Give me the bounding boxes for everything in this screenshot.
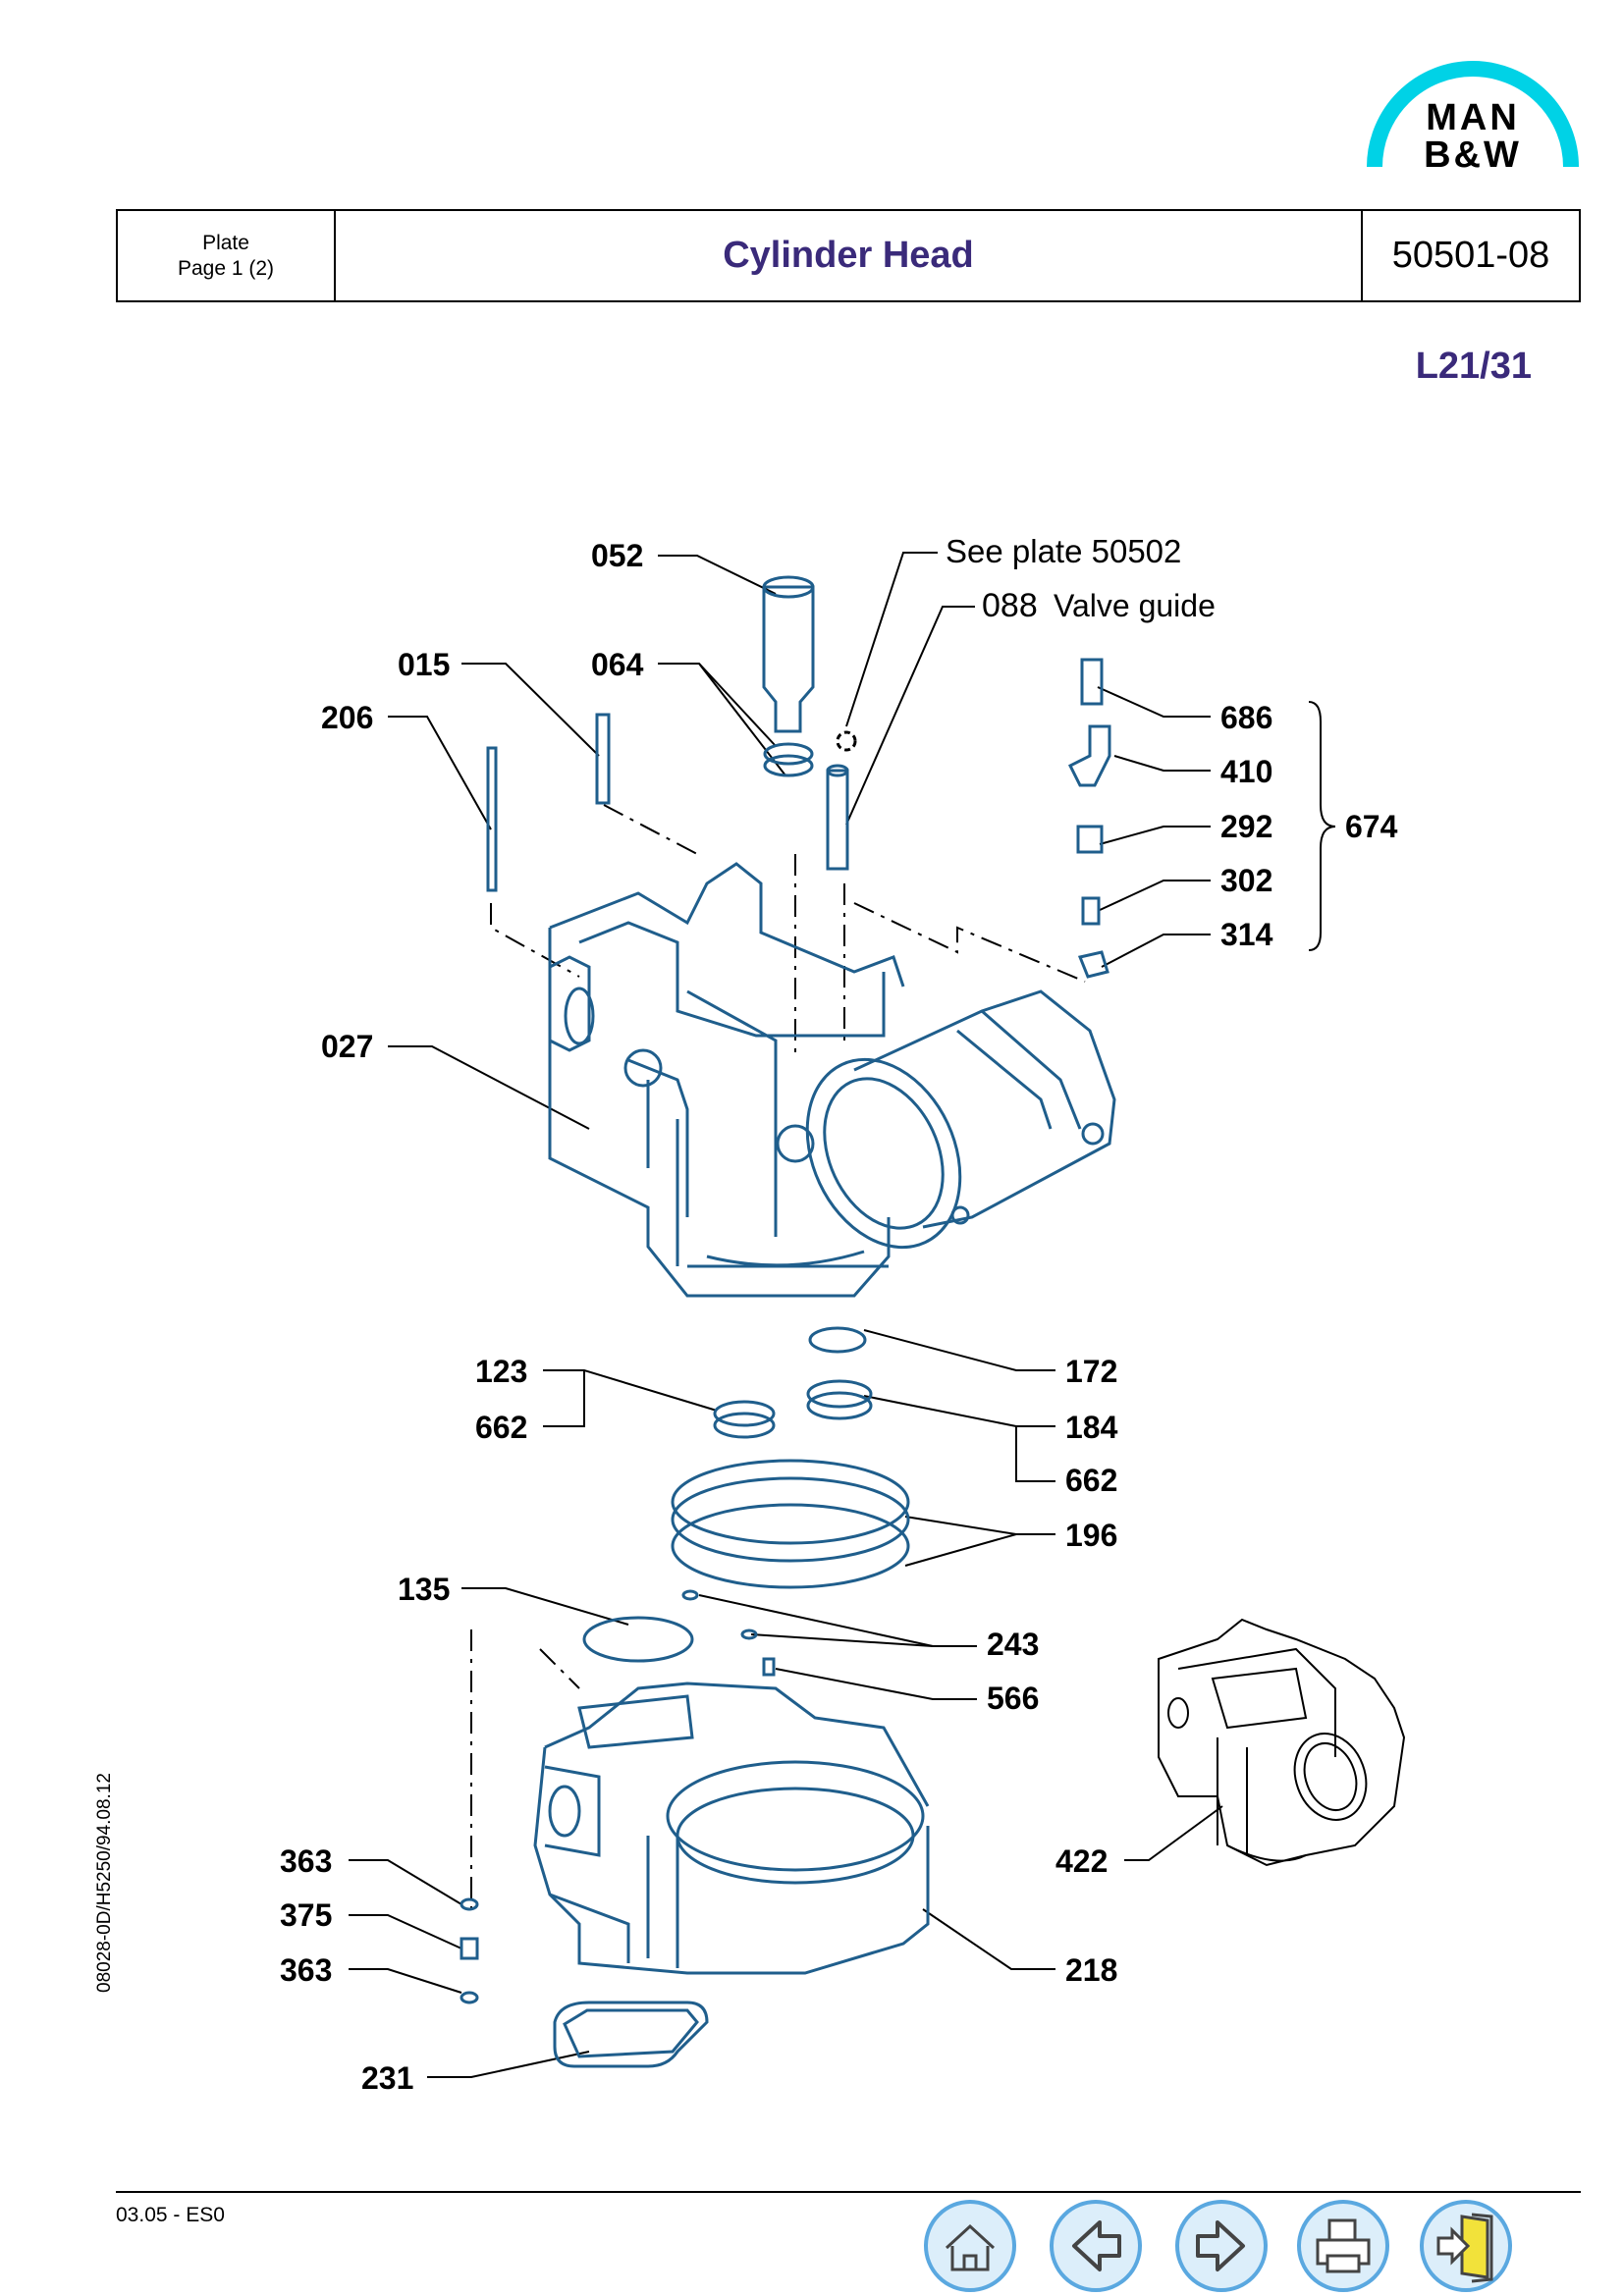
exit-door-icon bbox=[1436, 2213, 1493, 2283]
label-027[interactable]: 027 bbox=[321, 1029, 373, 1064]
exit-button[interactable] bbox=[1419, 2199, 1513, 2293]
label-410[interactable]: 410 bbox=[1220, 754, 1272, 789]
print-button[interactable] bbox=[1296, 2199, 1390, 2293]
logo-line2: B&W bbox=[1424, 134, 1522, 176]
label-231[interactable]: 231 bbox=[361, 2060, 413, 2096]
home-icon bbox=[945, 2223, 996, 2271]
label-123[interactable]: 123 bbox=[475, 1354, 527, 1389]
label-see-plate[interactable]: See plate 50502 bbox=[946, 533, 1181, 569]
label-064[interactable]: 064 bbox=[591, 647, 644, 682]
inset-view-422 bbox=[1158, 1618, 1406, 1867]
leader-lines bbox=[349, 552, 1336, 2078]
cylinder-head-lower bbox=[533, 1682, 930, 1975]
lower-small-parts bbox=[460, 1897, 709, 2068]
label-184[interactable]: 184 bbox=[1065, 1410, 1118, 1445]
label-674[interactable]: 674 bbox=[1345, 809, 1398, 844]
plate-label: Plate bbox=[202, 231, 249, 254]
label-135[interactable]: 135 bbox=[398, 1572, 450, 1607]
arrow-right-icon bbox=[1196, 2220, 1245, 2271]
cylinder-head-upper bbox=[548, 862, 1116, 1298]
footer-divider bbox=[116, 2191, 1581, 2193]
forward-button[interactable] bbox=[1174, 2199, 1269, 2293]
label-218[interactable]: 218 bbox=[1065, 1952, 1117, 1988]
page-label: Page 1 (2) bbox=[177, 256, 275, 280]
header-box: Plate Page 1 (2) Cylinder Head 50501-08 bbox=[116, 209, 1581, 302]
label-243[interactable]: 243 bbox=[987, 1627, 1039, 1662]
label-422[interactable]: 422 bbox=[1055, 1843, 1108, 1879]
ring-parts bbox=[582, 1326, 910, 1677]
label-566[interactable]: 566 bbox=[987, 1681, 1039, 1716]
footer-code: 03.05 - ES0 bbox=[116, 2204, 225, 2226]
label-686[interactable]: 686 bbox=[1220, 700, 1272, 735]
plate-number: 50501-08 bbox=[1361, 211, 1579, 300]
label-363b[interactable]: 363 bbox=[280, 1952, 332, 1988]
label-196[interactable]: 196 bbox=[1065, 1518, 1117, 1553]
man-bw-logo: MAN B&W bbox=[1367, 61, 1579, 176]
home-button[interactable] bbox=[923, 2199, 1017, 2293]
label-015[interactable]: 015 bbox=[398, 647, 450, 682]
drawing-code: 08028-0D/H5250/94.08.12 bbox=[94, 1773, 115, 1993]
label-314[interactable]: 314 bbox=[1220, 917, 1273, 952]
page-title: Cylinder Head bbox=[723, 235, 974, 276]
engine-type: L21/31 bbox=[1415, 346, 1532, 387]
label-172[interactable]: 172 bbox=[1065, 1354, 1117, 1389]
back-button[interactable] bbox=[1049, 2199, 1143, 2293]
arrow-left-icon bbox=[1072, 2220, 1121, 2271]
printer-icon bbox=[1316, 2218, 1371, 2273]
top-parts bbox=[486, 575, 1111, 979]
logo-line1: MAN bbox=[1426, 97, 1520, 138]
center-lines bbox=[470, 804, 1086, 1914]
label-662a[interactable]: 662 bbox=[475, 1410, 527, 1445]
plate-cell: Plate Page 1 (2) bbox=[118, 211, 336, 300]
label-052[interactable]: 052 bbox=[591, 538, 643, 573]
label-363a[interactable]: 363 bbox=[280, 1843, 332, 1879]
label-375[interactable]: 375 bbox=[280, 1897, 332, 1933]
label-292[interactable]: 292 bbox=[1220, 809, 1272, 844]
label-valve-guide: Valve guide bbox=[1054, 588, 1216, 623]
label-302[interactable]: 302 bbox=[1220, 863, 1272, 898]
label-206[interactable]: 206 bbox=[321, 700, 373, 735]
label-088[interactable]: 088 bbox=[982, 587, 1038, 624]
label-662b[interactable]: 662 bbox=[1065, 1463, 1117, 1498]
